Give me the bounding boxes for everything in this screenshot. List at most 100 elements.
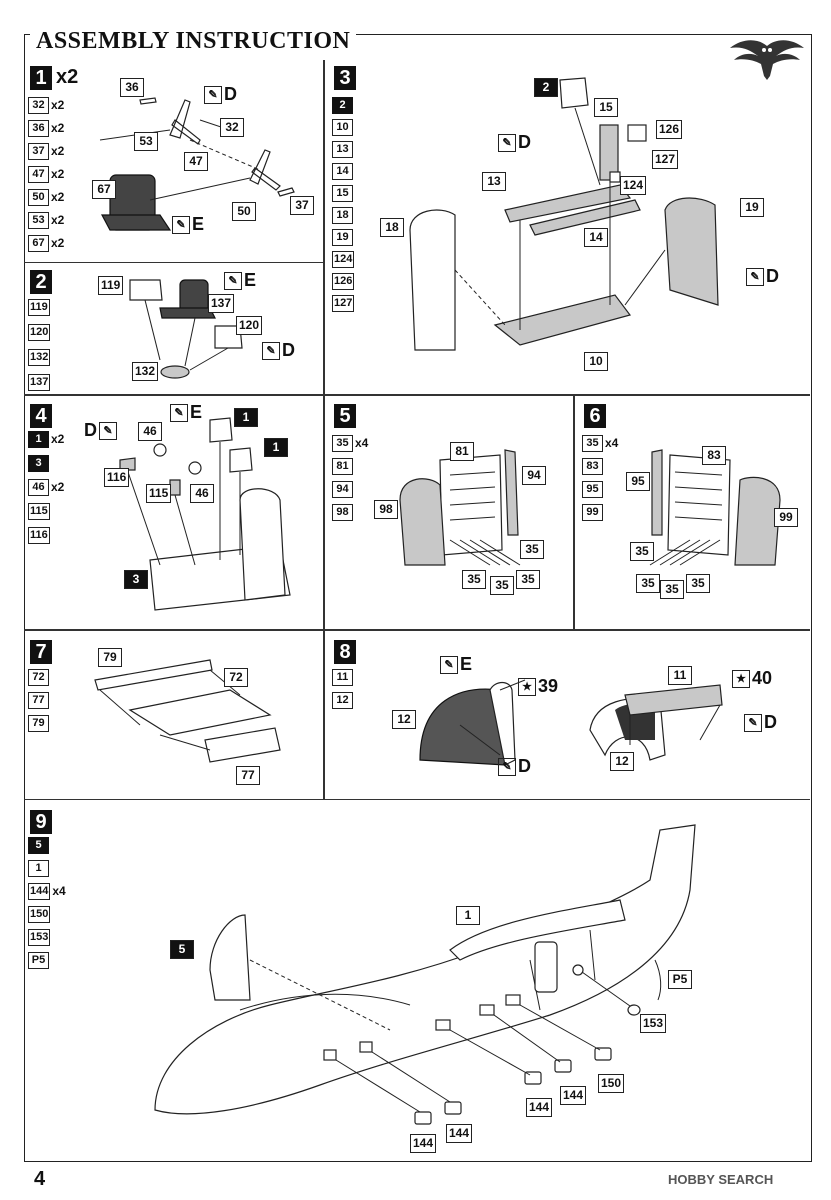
brush-icon: ✎ bbox=[204, 85, 222, 104]
callout-label: 37 bbox=[290, 196, 314, 215]
callout-label: 144 bbox=[526, 1098, 553, 1117]
seat-cushion bbox=[101, 214, 172, 231]
bulkhead-part bbox=[209, 914, 251, 1001]
callout-label: 18 bbox=[380, 218, 404, 237]
bulkhead-part bbox=[664, 197, 719, 306]
step-1-number: 1 bbox=[30, 66, 52, 90]
step-3-number: 3 bbox=[334, 66, 356, 90]
parts-list-item: 124 bbox=[332, 250, 355, 268]
step-1-multiplier: x2 bbox=[56, 66, 79, 88]
step-3-parts-list: 2 10 13 14 15 18 19 124 126 127 bbox=[332, 96, 355, 312]
callout-label: 35 bbox=[516, 570, 540, 589]
step-8-drawing bbox=[419, 679, 723, 766]
side-panel-part bbox=[399, 478, 446, 566]
step-7-parts-list: 72 77 79 bbox=[28, 668, 49, 732]
parts-list-item: 79 bbox=[28, 714, 49, 732]
callout-label: 126 bbox=[656, 120, 683, 139]
porthole-part bbox=[572, 964, 584, 976]
small-part bbox=[119, 457, 136, 471]
paint-callout: ✎E bbox=[224, 270, 256, 291]
parts-list-item: 150 bbox=[28, 905, 66, 923]
parts-list-item: 15 bbox=[332, 184, 354, 202]
page-title: ASSEMBLY INSTRUCTION bbox=[30, 28, 357, 55]
callout-label: 150 bbox=[598, 1074, 625, 1093]
small-part bbox=[609, 171, 621, 183]
step-7-panel bbox=[24, 630, 324, 800]
seat-frame-part bbox=[129, 279, 163, 301]
step-1-panel bbox=[24, 60, 324, 263]
side-panel-part bbox=[651, 449, 663, 536]
step-9-drawing bbox=[154, 824, 696, 1125]
brush-icon: ✎ bbox=[172, 215, 190, 234]
callout-label: 3 bbox=[124, 570, 148, 589]
small-part bbox=[627, 124, 647, 142]
bulkhead-frame-part bbox=[439, 454, 503, 556]
step-5-panel bbox=[324, 395, 574, 630]
step-2-panel bbox=[24, 263, 324, 395]
step-6-drawing bbox=[649, 449, 781, 566]
parts-list-item: 115 bbox=[28, 502, 64, 520]
callout-label: 12 bbox=[610, 752, 634, 771]
callout-label: 144 bbox=[446, 1124, 473, 1143]
antenna-part bbox=[654, 959, 662, 1001]
brush-icon: ✎ bbox=[498, 757, 516, 776]
parts-list-item: 77 bbox=[28, 691, 49, 709]
seat-cushion bbox=[159, 307, 216, 319]
parts-list-item: 127 bbox=[332, 294, 355, 312]
parts-list-item: 153 bbox=[28, 928, 66, 946]
parts-list-item: 99 bbox=[582, 503, 618, 521]
window-glass-part bbox=[554, 1059, 572, 1073]
brush-icon: ✎ bbox=[440, 655, 458, 674]
window-part bbox=[505, 994, 521, 1006]
callout-label: 53 bbox=[134, 132, 158, 151]
step-4-drawing bbox=[119, 417, 291, 611]
seat-part bbox=[209, 417, 233, 443]
window-glass-part bbox=[414, 1111, 432, 1125]
callout-label: 46 bbox=[138, 422, 162, 441]
fuselage-top-part bbox=[449, 899, 626, 961]
callout-label: 153 bbox=[640, 1014, 667, 1033]
callout-label: 15 bbox=[594, 98, 618, 117]
parts-list-item: 81 bbox=[332, 457, 368, 475]
window-part bbox=[323, 1049, 337, 1061]
callout-label: 81 bbox=[450, 442, 474, 461]
lower-panel-part bbox=[204, 727, 281, 763]
callout-label: 35 bbox=[660, 580, 684, 599]
decal-icon: ★ bbox=[732, 669, 750, 688]
callout-label: 1 bbox=[234, 408, 258, 427]
parts-list-item: 10 bbox=[332, 118, 354, 136]
panel-top-part bbox=[624, 684, 723, 716]
bulkhead-part bbox=[599, 124, 619, 181]
parts-list-item: 126 bbox=[332, 272, 355, 290]
step-5-drawing bbox=[399, 449, 521, 566]
fuselage-half-part bbox=[154, 824, 696, 1115]
callout-label: 35 bbox=[686, 574, 710, 593]
callout-label: 2 bbox=[534, 78, 558, 97]
small-part bbox=[139, 97, 157, 105]
callout-label: 50 bbox=[232, 202, 256, 221]
brush-icon: ✎ bbox=[99, 421, 117, 440]
middle-panel-part bbox=[128, 689, 272, 736]
parts-list-item: 2 bbox=[332, 96, 354, 114]
brush-icon: ✎ bbox=[744, 713, 762, 732]
window-part bbox=[435, 1019, 451, 1031]
callout-label: 35 bbox=[636, 574, 660, 593]
parts-list-item: 137 bbox=[28, 373, 51, 391]
seat-part bbox=[229, 447, 253, 473]
parts-list-item: 119 bbox=[28, 298, 50, 316]
callout-label: 137 bbox=[208, 294, 235, 313]
paint-callout: ✎D bbox=[262, 340, 295, 361]
parts-list-item: 1 bbox=[28, 859, 66, 877]
side-panel-part bbox=[504, 449, 519, 536]
seat-frame-part bbox=[249, 149, 281, 191]
small-part bbox=[277, 187, 295, 197]
page-frame bbox=[24, 34, 812, 1162]
seat-frame-part bbox=[214, 325, 243, 349]
callout-label: 1 bbox=[264, 438, 288, 457]
